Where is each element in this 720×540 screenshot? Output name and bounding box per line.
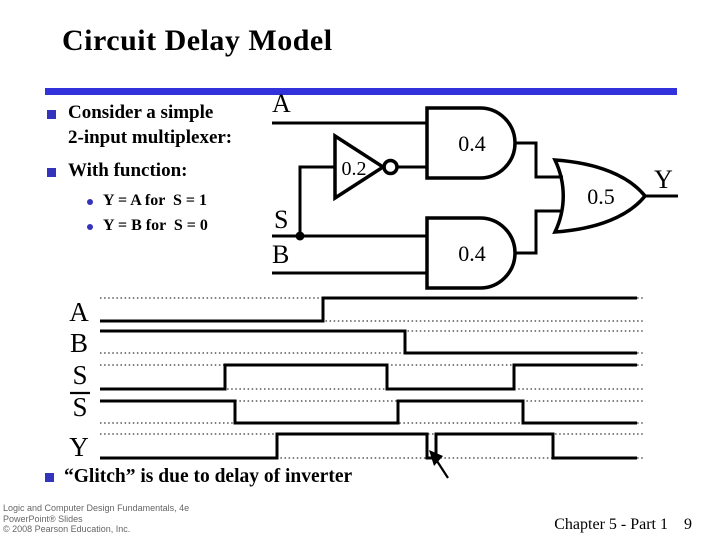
slide-title: Circuit Delay Model bbox=[62, 24, 333, 57]
and-gate-top bbox=[425, 106, 517, 180]
timing-row-y: Y bbox=[69, 432, 643, 462]
sub-bullet-y-equals-b: Y = B for S = 0 bbox=[103, 217, 208, 234]
timing-label-b: B bbox=[70, 328, 88, 358]
inverter-delay-label: 0.2 bbox=[342, 158, 367, 180]
copyright-line-2: PowerPoint® Slides bbox=[3, 513, 83, 524]
bullet-consider-line2: 2-input multiplexer: bbox=[68, 127, 233, 148]
and-bottom-delay-label: 0.4 bbox=[458, 241, 486, 266]
timing-row-s-bar: S bbox=[70, 391, 643, 425]
timing-label-s-bar: S bbox=[72, 392, 87, 422]
bullet-square-icon bbox=[47, 168, 56, 177]
copyright-line-1: Logic and Computer Design Fundamentals, … bbox=[3, 503, 190, 513]
mux-circuit-diagram: A S B Y 0.2 0.4 0.4 0.5 bbox=[272, 89, 678, 290]
waveform-y bbox=[100, 432, 637, 460]
page-number: 9 bbox=[684, 516, 692, 533]
timing-row-b: B bbox=[70, 328, 643, 358]
glitch-arrow bbox=[429, 450, 449, 479]
circuit-label-s: S bbox=[274, 205, 288, 234]
or-gate bbox=[552, 158, 648, 234]
wire-and-bottom-to-or bbox=[515, 209, 563, 255]
bullet-with-function: With function: bbox=[68, 160, 188, 181]
circuit-label-a: A bbox=[272, 89, 291, 118]
waveform-b bbox=[100, 329, 637, 355]
glitch-arrowhead-icon bbox=[429, 450, 443, 466]
and-top-delay-label: 0.4 bbox=[458, 131, 486, 156]
or-delay-label: 0.5 bbox=[587, 184, 615, 209]
wire-and-top-to-or bbox=[515, 141, 563, 179]
circuit-label-y: Y bbox=[654, 165, 673, 194]
timing-label-s: S bbox=[72, 360, 87, 390]
bullet-dot-icon bbox=[87, 224, 93, 230]
wire-s-to-inverter bbox=[298, 165, 335, 236]
bullet-square-icon bbox=[45, 473, 54, 482]
waveform-sbar bbox=[100, 399, 637, 425]
and-gate-bottom bbox=[425, 216, 517, 290]
bullet-consider-line1: Consider a simple bbox=[68, 102, 214, 123]
chapter-label: Chapter 5 - Part 1 bbox=[554, 516, 668, 533]
copyright-line-3: © 2008 Pearson Education, Inc. bbox=[3, 524, 131, 534]
waveform-s bbox=[100, 363, 637, 391]
bullet-dot-icon bbox=[87, 199, 93, 205]
timing-row-a: A bbox=[69, 296, 643, 327]
circuit-label-b: B bbox=[272, 240, 289, 269]
glitch-arrow-line bbox=[436, 460, 449, 479]
glitch-note: “Glitch” is due to delay of inverter bbox=[64, 466, 353, 487]
timing-row-s: S bbox=[72, 360, 643, 391]
bullet-square-icon bbox=[47, 110, 56, 119]
title-divider bbox=[45, 88, 677, 95]
sub-bullet-y-equals-a: Y = A for S = 1 bbox=[103, 192, 208, 209]
timing-label-y: Y bbox=[69, 432, 89, 462]
copyright-block: Logic and Computer Design Fundamentals, … bbox=[3, 503, 189, 535]
waveform-a bbox=[100, 296, 637, 323]
timing-label-a: A bbox=[69, 297, 89, 327]
inverter-gate bbox=[333, 132, 387, 202]
timing-diagram: A B S S Y bbox=[69, 296, 643, 479]
